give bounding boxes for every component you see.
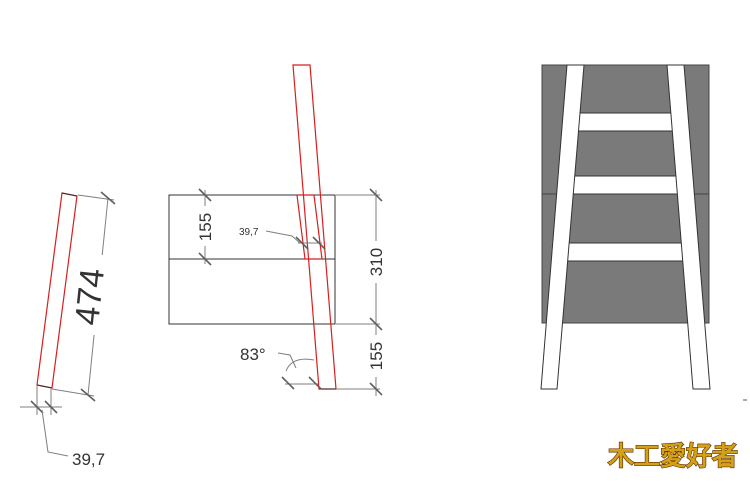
total-height-label-bg <box>364 241 388 283</box>
offset-tick-right <box>312 236 326 250</box>
width-tick-left <box>30 400 44 414</box>
angle-arc <box>285 358 315 372</box>
lower-height-label-bg <box>364 335 388 377</box>
leg-section-edge-2 <box>313 194 323 260</box>
logo-text: 木工愛好者 <box>607 441 738 471</box>
upper-height-tick-top <box>198 188 212 202</box>
width-leader <box>41 409 69 457</box>
upper-height-label: 155 <box>196 213 215 241</box>
length-tick-bottom <box>80 388 96 402</box>
width-tick-right <box>44 400 58 414</box>
leg-width-label: 39,7 <box>72 450 105 469</box>
offset-leader <box>265 230 301 244</box>
total-height-tick-top <box>369 188 383 202</box>
leg-top-edge <box>61 192 78 197</box>
tilted-leg-part <box>292 64 337 390</box>
total-height-label: 310 <box>367 248 386 276</box>
leg-bottom-edge <box>36 384 53 389</box>
lower-height-label: 155 <box>367 342 386 370</box>
shelf-lower <box>564 242 686 262</box>
center-offset-label: 39,7 <box>239 227 259 238</box>
length-label-bg <box>80 255 120 335</box>
lower-height-tick-bottom <box>369 382 383 396</box>
length-tick-top <box>100 191 116 205</box>
side-view-figure: 155 39,7 310 155 83° <box>168 64 388 396</box>
front-view-figure <box>540 64 747 401</box>
front-leg-right <box>666 64 711 390</box>
shelf-upper <box>564 112 686 132</box>
front-leg-left <box>540 64 585 390</box>
site-logo: 木工愛好者 <box>606 440 738 471</box>
upper-height-tick-bottom <box>198 252 212 266</box>
angle-tick-left <box>281 376 295 390</box>
angle-leader <box>277 352 297 369</box>
length-extension-top <box>77 194 115 201</box>
total-height-tick-bottom <box>369 317 383 331</box>
shelf-middle <box>564 175 686 195</box>
offset-tick-left <box>295 236 309 250</box>
leg-detail-figure: 474 39,7 <box>20 191 120 469</box>
leg-section-edge-1 <box>296 194 306 260</box>
angle-tick-right <box>308 376 322 390</box>
angle-label: 83° <box>240 345 266 364</box>
upper-height-label-bg <box>194 206 216 246</box>
leg-length-label: 474 <box>68 267 112 327</box>
